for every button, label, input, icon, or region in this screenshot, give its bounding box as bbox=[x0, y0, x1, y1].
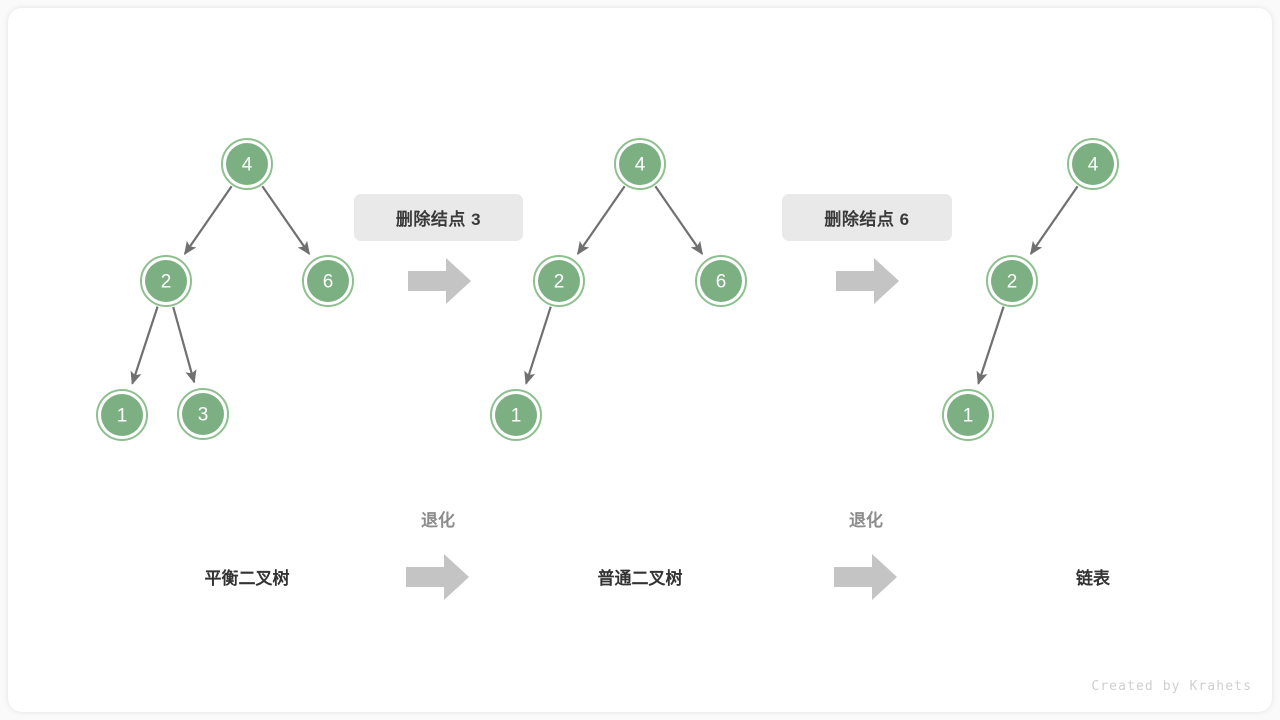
tree-node-1[interactable]: 1 bbox=[490, 389, 542, 441]
tree-node-4[interactable]: 4 bbox=[221, 138, 273, 190]
node-core bbox=[145, 260, 187, 302]
node-outer-ring bbox=[490, 389, 542, 441]
tree-node-1[interactable]: 1 bbox=[96, 389, 148, 441]
node-core bbox=[947, 394, 989, 436]
tree-node-2[interactable]: 2 bbox=[140, 255, 192, 307]
node-outer-ring bbox=[942, 389, 994, 441]
node-value: 6 bbox=[716, 272, 727, 293]
node-value: 2 bbox=[554, 272, 565, 293]
tree-node-2[interactable]: 2 bbox=[533, 255, 585, 307]
node-outer-ring bbox=[177, 388, 229, 440]
node-value: 4 bbox=[635, 155, 646, 176]
tree-node-3[interactable]: 3 bbox=[177, 388, 229, 440]
tree-nodes: 4 2 6 1 3 4 2 6 1 4 2 1 bbox=[96, 138, 1119, 441]
tree-edge bbox=[261, 185, 311, 255]
node-core bbox=[700, 260, 742, 302]
right-arrow-icon bbox=[836, 258, 899, 304]
node-value: 1 bbox=[963, 406, 974, 427]
node-outer-ring bbox=[533, 255, 585, 307]
node-value: 6 bbox=[323, 272, 334, 293]
node-outer-ring bbox=[140, 255, 192, 307]
tree-edge bbox=[576, 185, 626, 255]
right-arrow-icon bbox=[406, 554, 469, 600]
node-core bbox=[182, 393, 224, 435]
tree-edge bbox=[183, 185, 233, 255]
operation-chip-delete-node-6[interactable]: 删除结点 6 bbox=[782, 194, 952, 241]
node-outer-ring bbox=[1067, 138, 1119, 190]
tree-node-1[interactable]: 1 bbox=[942, 389, 994, 441]
node-outer-ring bbox=[302, 255, 354, 307]
transition-arrow-bottom-2 bbox=[834, 552, 897, 602]
node-value: 1 bbox=[511, 406, 522, 427]
tree-edge bbox=[654, 185, 704, 255]
node-core bbox=[991, 260, 1033, 302]
node-value: 2 bbox=[1007, 272, 1018, 293]
figure-card bbox=[8, 8, 1272, 712]
node-value: 3 bbox=[198, 405, 209, 426]
tree-edge bbox=[976, 306, 1005, 385]
node-value: 2 bbox=[161, 272, 172, 293]
degeneration-label-2: 退化 bbox=[849, 511, 883, 530]
tree-node-6[interactable]: 6 bbox=[695, 255, 747, 307]
transition-arrow-top-2 bbox=[836, 256, 899, 306]
node-core bbox=[495, 394, 537, 436]
tree-edge bbox=[524, 306, 552, 385]
tree-node-6[interactable]: 6 bbox=[302, 255, 354, 307]
transition-arrow-bottom-1 bbox=[406, 552, 469, 602]
node-core bbox=[101, 394, 143, 436]
node-value: 4 bbox=[242, 155, 253, 176]
caption-ordinary-tree: 普通二叉树 bbox=[597, 569, 683, 588]
node-outer-ring bbox=[96, 389, 148, 441]
tree-edge bbox=[1029, 185, 1079, 255]
caption-linked-list: 链表 bbox=[1076, 569, 1110, 588]
tree-edges bbox=[130, 185, 1079, 385]
tree-edge bbox=[130, 306, 159, 385]
node-outer-ring bbox=[221, 138, 273, 190]
caption-balanced-tree: 平衡二叉树 bbox=[204, 569, 290, 588]
tree-node-4[interactable]: 4 bbox=[614, 138, 666, 190]
node-core bbox=[307, 260, 349, 302]
transition-arrow-top-1 bbox=[408, 256, 471, 306]
node-outer-ring bbox=[986, 255, 1038, 307]
node-value: 4 bbox=[1088, 155, 1099, 176]
node-outer-ring bbox=[614, 138, 666, 190]
node-outer-ring bbox=[695, 255, 747, 307]
node-core bbox=[1072, 143, 1114, 185]
degeneration-label-1: 退化 bbox=[421, 511, 455, 530]
tree-node-4[interactable]: 4 bbox=[1067, 138, 1119, 190]
node-core bbox=[538, 260, 580, 302]
right-arrow-icon bbox=[834, 554, 897, 600]
node-core bbox=[226, 143, 268, 185]
node-value: 1 bbox=[117, 406, 128, 427]
credit-watermark: Created by Krahets bbox=[1091, 679, 1252, 694]
node-core bbox=[619, 143, 661, 185]
tree-edge bbox=[172, 306, 197, 384]
operation-chip-delete-node-3[interactable]: 删除结点 3 bbox=[354, 194, 523, 241]
tree-node-2[interactable]: 2 bbox=[986, 255, 1038, 307]
right-arrow-icon bbox=[408, 258, 471, 304]
